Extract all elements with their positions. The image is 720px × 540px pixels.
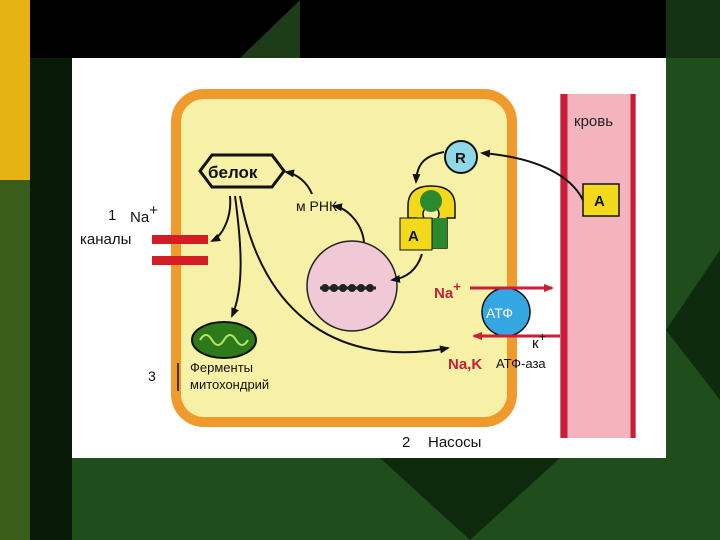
bg-triangle-top bbox=[240, 0, 300, 58]
left-olive-stripe bbox=[0, 180, 30, 540]
hormone-cell-label: A bbox=[408, 228, 419, 245]
hormone-in-blood bbox=[582, 183, 620, 217]
diagram-panel: кровь белок м РНК R A A АТФ Na+ к+ Na,K bbox=[72, 58, 666, 458]
k-charge: + bbox=[539, 329, 547, 344]
arrow-nucleus-to-mrna bbox=[332, 203, 365, 243]
blood-vessel bbox=[560, 94, 636, 438]
arrow-complex-to-nucleus bbox=[390, 253, 423, 283]
na-channel-symbol: Na bbox=[130, 209, 150, 226]
k-symbol: к bbox=[532, 335, 539, 352]
channel-number: 1 bbox=[108, 207, 116, 224]
atp-label: АТФ bbox=[486, 305, 513, 321]
receptor-bound-head bbox=[420, 190, 442, 212]
mrna-label: м РНК bbox=[296, 198, 338, 214]
mitochondrion-cristae bbox=[199, 334, 249, 346]
na-channel-top bbox=[152, 235, 208, 244]
arrow-protein-to-pump bbox=[239, 195, 450, 354]
arrow-protein-to-mitochondrion bbox=[231, 195, 242, 318]
hormone-blood-label: A bbox=[594, 193, 605, 210]
protein-box bbox=[198, 153, 286, 189]
hormone-in-cell bbox=[399, 217, 433, 251]
na-pump-charge: + bbox=[453, 279, 461, 294]
atpase-label: АТФ-аза bbox=[496, 356, 546, 371]
receptor-label: R bbox=[455, 150, 466, 167]
bg-corner bbox=[666, 0, 720, 58]
channels-label: каналы bbox=[80, 231, 131, 248]
nak-label: Na,K bbox=[448, 356, 482, 373]
na-channel-bottom bbox=[152, 256, 208, 265]
receptor-circle bbox=[444, 140, 478, 174]
arrow-protein-to-channels bbox=[210, 195, 232, 242]
enzymes-line2: митохондрий bbox=[190, 377, 269, 392]
chromatin-beads bbox=[321, 284, 374, 292]
arrow-receptor-to-complex bbox=[412, 151, 445, 184]
pumps-number: 2 bbox=[402, 434, 410, 451]
k-label: к+ bbox=[532, 329, 546, 352]
pumps-label: Насосы bbox=[428, 434, 481, 451]
top-dark-band bbox=[30, 0, 720, 58]
cell-diagram: кровь белок м РНК R A A АТФ Na+ к+ Na,K bbox=[80, 89, 636, 451]
arrow-mrna-to-protein bbox=[284, 169, 313, 195]
arrow-hormone-to-receptor bbox=[480, 149, 584, 201]
enzymes-number: 3 bbox=[148, 368, 156, 384]
left-yellow-stripe bbox=[0, 0, 30, 180]
na-pump-symbol: Na bbox=[434, 285, 454, 302]
na-channel-label: Na+ bbox=[130, 202, 158, 226]
protein-label: белок bbox=[208, 163, 258, 182]
na-pump-label: Na+ bbox=[434, 279, 461, 302]
bg-triangle-right bbox=[666, 250, 720, 400]
enzymes-line1: Ферменты bbox=[190, 360, 253, 375]
blood-label: кровь bbox=[574, 113, 613, 130]
na-channel-charge: + bbox=[149, 202, 158, 219]
bg-triangle-bottom bbox=[380, 458, 560, 540]
left-dark-band bbox=[30, 58, 72, 540]
